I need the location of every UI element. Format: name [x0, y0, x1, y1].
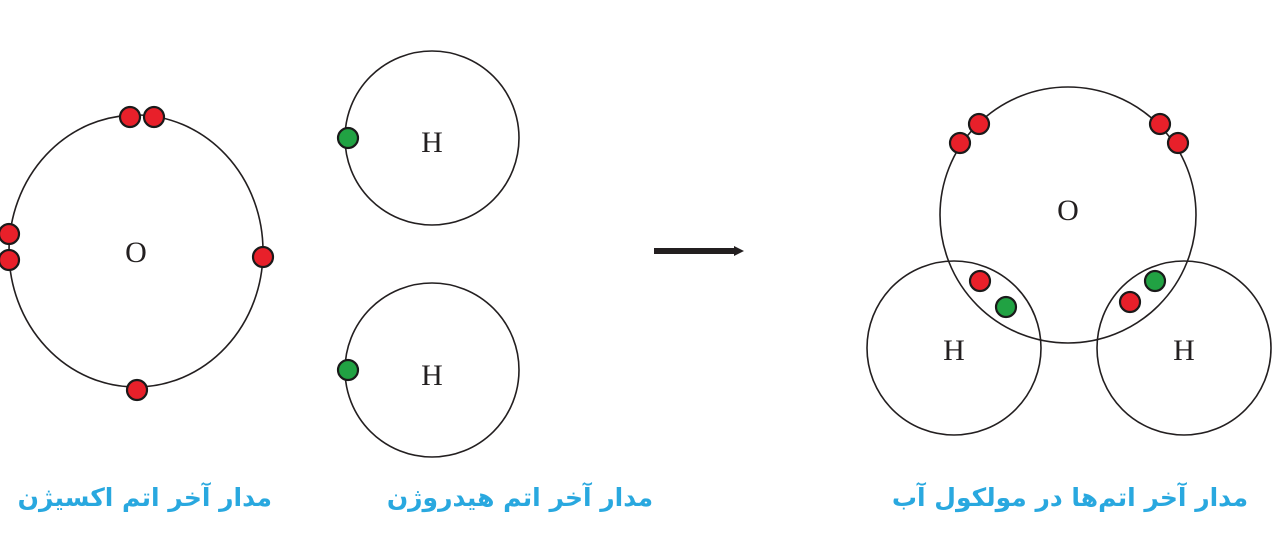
oxygen-electron [142, 105, 166, 129]
water-oxygen-symbol: O [1057, 194, 1079, 227]
water-hydrogen-right-symbol: H [1173, 334, 1195, 367]
oxygen-electron [125, 378, 149, 402]
water-oxygen-electron [1166, 131, 1190, 155]
water-oxygen-electron [967, 112, 991, 136]
oxygen-electron [0, 248, 21, 272]
shared-oxygen-electron [968, 269, 992, 293]
oxygen-electron [118, 105, 142, 129]
shared-oxygen-electron [1118, 290, 1142, 314]
oxygen-symbol: O [125, 236, 147, 269]
water-oxygen-electron [948, 131, 972, 155]
hydrogen-electron [336, 358, 360, 382]
oxygen-electron [0, 222, 21, 246]
water-hydrogen-right-orbit [1096, 260, 1272, 436]
hydrogen-symbol: H [421, 359, 443, 392]
oxygen-electron [251, 245, 275, 269]
water-oxygen-orbit [939, 86, 1197, 344]
hydrogen-caption: مدار آخر اتم هیدروژن [386, 483, 654, 512]
water-oxygen-electron [1148, 112, 1172, 136]
hydrogen-symbol: H [421, 126, 443, 159]
hydrogen-atom-bottom: H [336, 282, 520, 458]
oxygen-atom: O [0, 105, 275, 402]
hydrogen-electron [336, 126, 360, 150]
water-caption: مدار آخر اتم‌ها در مولکول آب [891, 483, 1249, 512]
water-molecule: O H H [866, 86, 1272, 436]
water-hydrogen-left-orbit [866, 260, 1042, 436]
water-hydrogen-left-symbol: H [943, 334, 965, 367]
oxygen-caption: مدار آخر اتم اکسیژن [17, 483, 272, 512]
shared-hydrogen-electron [1143, 269, 1167, 293]
shared-hydrogen-electron [994, 295, 1018, 319]
hydrogen-atom-top: H [336, 50, 520, 226]
